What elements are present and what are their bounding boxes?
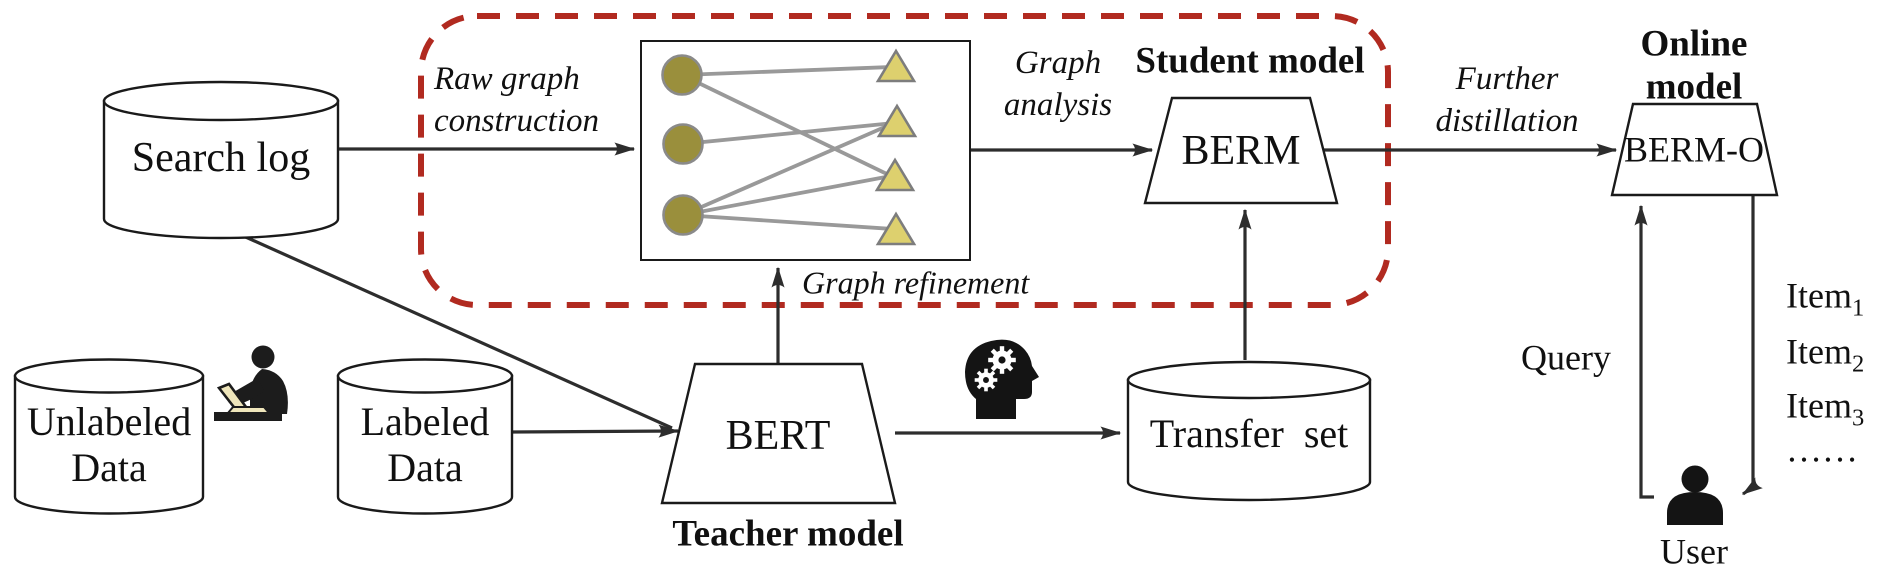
user-icon — [1667, 465, 1723, 525]
graph-edges — [681, 65, 895, 231]
arrow-labeled-to-bert — [511, 424, 680, 438]
arrow-user-query-to-bermo — [1634, 204, 1654, 499]
distillation-scope-dashed-border — [418, 13, 1391, 308]
head-with-gears-icon — [965, 339, 1039, 419]
gear-icon — [974, 368, 998, 392]
berm-trapezoid — [1143, 96, 1339, 205]
graph-triangle-nodes — [874, 48, 918, 246]
bermo-trapezoid — [1610, 102, 1779, 197]
arrow-searchlog-to-bert — [229, 228, 673, 430]
bipartite-graph-panel — [640, 40, 971, 261]
labeler-icon — [214, 345, 288, 421]
bert-trapezoid — [660, 362, 897, 505]
graph-circle-nodes — [661, 54, 704, 236]
gear-icon — [988, 346, 1016, 374]
database-cylinders — [13, 80, 1372, 515]
transfer-set-cylinder — [1126, 360, 1372, 502]
model-trapezoids — [660, 96, 1779, 505]
flow-arrows — [229, 142, 1763, 499]
labeled-data-cylinder — [336, 358, 514, 515]
arrow-bermo-items-to-user — [1741, 195, 1763, 496]
search-log-cylinder — [102, 80, 340, 240]
unlabeled-data-cylinder — [13, 358, 205, 515]
